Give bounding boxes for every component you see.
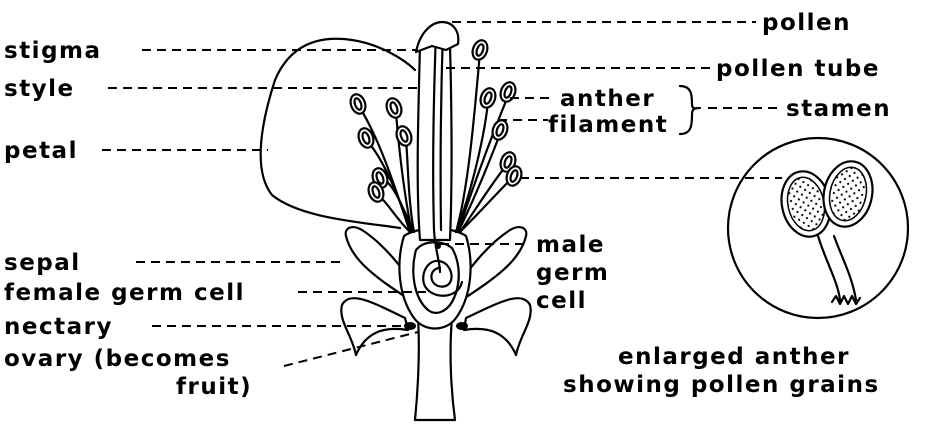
label-stamen: stamen [786, 96, 891, 122]
enlarged-anther-filament [818, 236, 856, 300]
label-sepal: sepal [4, 250, 81, 276]
label-anther: anther [560, 86, 655, 112]
label-style: style [4, 76, 75, 102]
sepal-right-lower [464, 298, 531, 355]
label-stigma: stigma [4, 38, 102, 64]
label-pollen: pollen [762, 10, 851, 36]
flower-stalk [415, 318, 455, 420]
label-enlarged-anther-2: showing pollen grains [563, 372, 880, 398]
nectary-left [404, 322, 416, 330]
label-ovary-1: ovary (becomes [4, 346, 231, 372]
label-male-germ-cell-3: cell [536, 288, 587, 314]
label-female-germ-cell: female germ cell [4, 280, 245, 306]
flower-drawing [261, 22, 531, 420]
stigma-shape [416, 22, 458, 52]
stamen-brace [680, 86, 700, 134]
petal-shape [261, 39, 415, 228]
label-ovary-2: fruit) [176, 374, 252, 400]
label-pollen-tube: pollen tube [716, 56, 880, 82]
label-enlarged-anther-1: enlarged anther [618, 344, 850, 370]
nectary-right [456, 322, 468, 330]
label-filament: filament [548, 112, 668, 138]
label-nectary: nectary [4, 314, 113, 340]
label-male-germ-cell-1: male [536, 232, 605, 258]
enlarged-anther-drawing [728, 138, 908, 318]
label-petal: petal [4, 138, 78, 164]
label-male-germ-cell-2: germ [536, 260, 609, 286]
stamens-right [456, 52, 512, 232]
